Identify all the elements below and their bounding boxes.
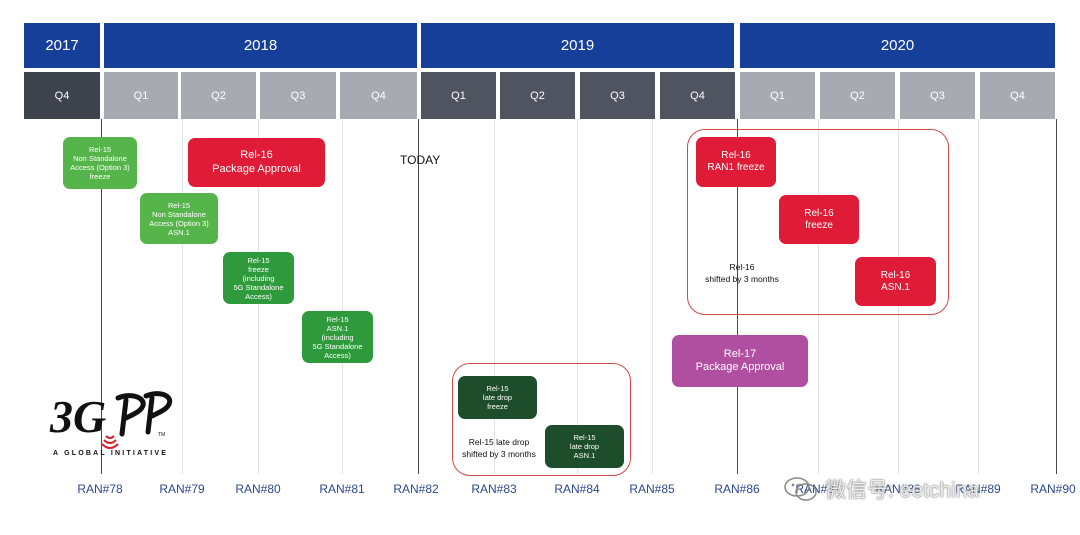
ran-meeting-label: RAN#78 <box>77 482 123 496</box>
logo-tagline: A GLOBAL INITIATIVE <box>53 450 169 457</box>
logo-3g: 3G <box>49 391 106 442</box>
milestone-rel15-nsa-asn1: Rel-15 Non Standalone Access (Option 3) … <box>140 193 218 244</box>
gridline <box>101 119 102 474</box>
quarter-header: Q3 <box>260 72 336 119</box>
gridline <box>418 119 419 474</box>
outline-rel15-late-drop-group <box>452 363 631 476</box>
milestone-rel17-package-approval: Rel-17 Package Approval <box>672 335 808 387</box>
milestone-rel15-late-drop-freeze: Rel-15 late drop freeze <box>458 376 537 419</box>
quarter-header: Q1 <box>421 72 496 119</box>
milestone-rel16-ran1-freeze: Rel-16 RAN1 freeze <box>696 137 776 187</box>
ran-meeting-label: RAN#80 <box>235 482 281 496</box>
ran-meeting-label: RAN#83 <box>471 482 517 496</box>
3gpp-logo-graphic: 3G TM <box>49 391 173 449</box>
gridline <box>818 119 819 474</box>
quarter-header: Q2 <box>820 72 895 119</box>
rel16-shift-note: Rel-16 shifted by 3 months <box>705 262 779 284</box>
milestone-rel16-freeze: Rel-16 freeze <box>779 195 859 244</box>
wechat-icon <box>783 475 819 503</box>
quarter-header: Q3 <box>580 72 655 119</box>
ran-meeting-label: RAN#82 <box>393 482 439 496</box>
3gpp-logo: 3G TM <box>48 382 188 462</box>
ran-meeting-label: RAN#84 <box>554 482 600 496</box>
ran-meeting-label: RAN#79 <box>159 482 205 496</box>
ran-meeting-label: RAN#81 <box>319 482 365 496</box>
quarter-header: Q1 <box>740 72 815 119</box>
gridline <box>978 119 979 474</box>
quarter-header: Q4 <box>660 72 735 119</box>
rel15-late-drop-note: Rel-15 late drop shifted by 3 months <box>462 437 536 459</box>
quarter-header: Q3 <box>900 72 975 119</box>
gridline <box>494 119 495 474</box>
ran-meeting-label: RAN#90 <box>1030 482 1076 496</box>
gridline <box>342 119 343 474</box>
milestone-rel15-late-drop-asn1: Rel-15 late drop ASN.1 <box>545 425 624 468</box>
quarter-header: Q4 <box>24 72 100 119</box>
milestone-rel16-asn1: Rel-16 ASN.1 <box>855 257 936 306</box>
milestone-rel15-nsa-freeze: Rel-15 Non Standalone Access (Option 3) … <box>63 137 137 189</box>
ran-meeting-label: RAN#88 <box>875 482 921 496</box>
gridline <box>652 119 653 474</box>
gridline <box>577 119 578 474</box>
year-header-2018: 2018 <box>104 23 417 68</box>
logo-tm: TM <box>158 432 165 438</box>
gridline <box>182 119 183 474</box>
quarter-header: Q4 <box>340 72 417 119</box>
ran-meeting-label: RAN#86 <box>714 482 760 496</box>
year-header-2017: 2017 <box>24 23 100 68</box>
milestone-rel15-asn1-sa: Rel-15 ASN.1 (including 5G Standalone Ac… <box>302 311 373 363</box>
quarter-header: Q1 <box>104 72 178 119</box>
ran-meeting-label: RAN#85 <box>629 482 675 496</box>
milestone-rel16-package-approval: Rel-16 Package Approval <box>188 138 325 187</box>
quarter-header: Q2 <box>181 72 256 119</box>
quarter-header: Q4 <box>980 72 1055 119</box>
gridline <box>1056 119 1057 474</box>
watermark: 微信号: eetchina <box>783 474 979 504</box>
quarter-header: Q2 <box>500 72 575 119</box>
watermark-text: 微信号: eetchina <box>825 479 980 502</box>
gridline <box>737 119 738 474</box>
today-label: TODAY <box>400 153 441 167</box>
year-header-2020: 2020 <box>740 23 1055 68</box>
milestone-rel15-freeze-sa: Rel-15 freeze (including 5G Standalone A… <box>223 252 294 304</box>
outline-rel16-shift-group <box>687 129 949 315</box>
ran-meeting-label: RAN#89 <box>955 482 1001 496</box>
year-header-2019: 2019 <box>421 23 734 68</box>
